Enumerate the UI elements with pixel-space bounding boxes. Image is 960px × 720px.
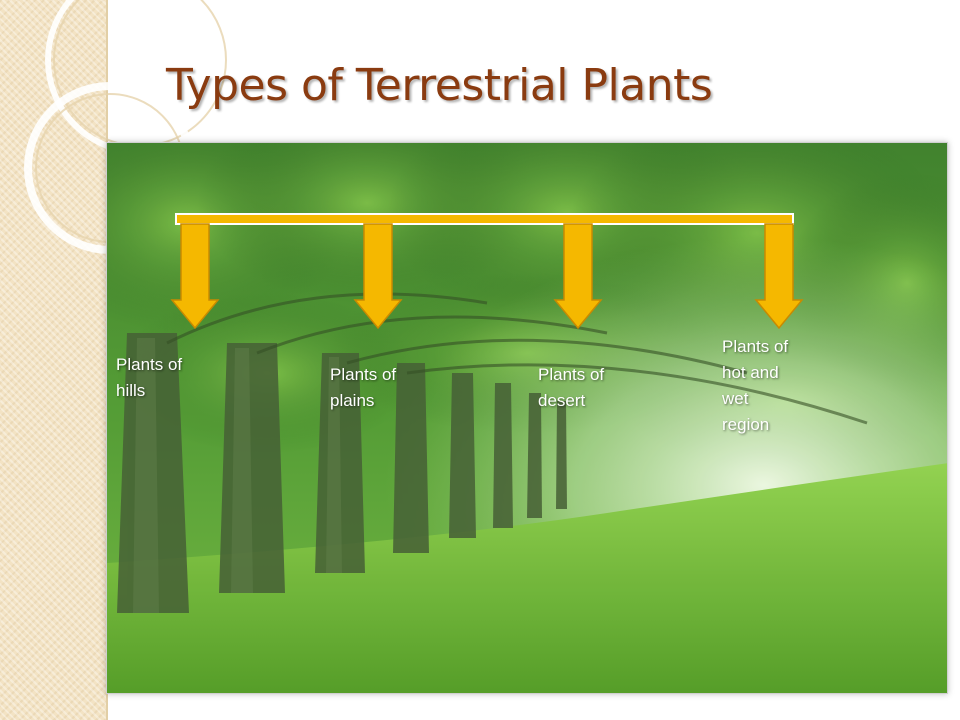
category-label-plains: Plants of plains — [330, 362, 396, 414]
category-label-line: hills — [116, 381, 146, 400]
category-label-line: region — [722, 415, 770, 434]
category-label-line: plains — [330, 391, 375, 410]
category-label-desert: Plants of desert — [538, 362, 604, 414]
category-label-line: Plants of — [722, 337, 789, 356]
forest-photo — [106, 142, 948, 694]
category-label-line: Plants of — [538, 365, 605, 384]
category-label-line: hot and — [722, 363, 779, 382]
category-label-hot-wet-region: Plants of hot and wet region — [722, 334, 788, 438]
category-label-hills: Plants of hills — [116, 352, 182, 404]
category-label-line: wet — [722, 389, 749, 408]
slide-title: Types of Terrestrial Plants — [166, 60, 713, 111]
category-label-line: Plants of — [330, 365, 397, 384]
category-label-line: Plants of — [116, 355, 183, 374]
category-label-line: desert — [538, 391, 586, 410]
